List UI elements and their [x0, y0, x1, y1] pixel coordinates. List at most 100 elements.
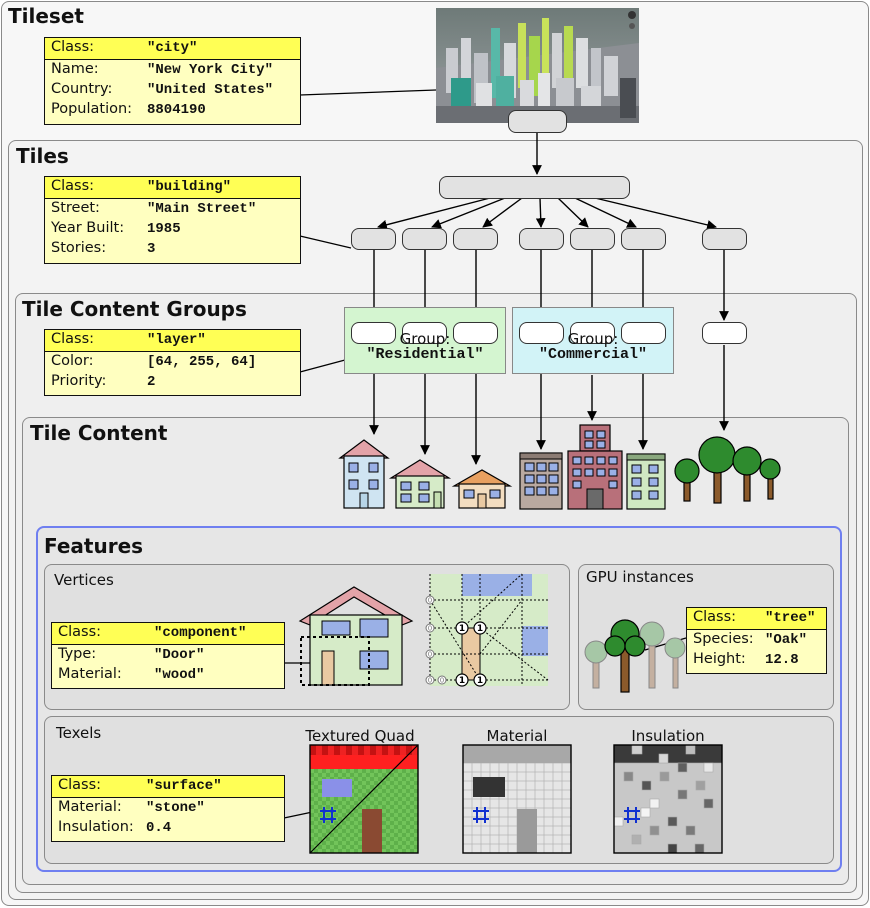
- city-3d-image: [436, 8, 639, 123]
- class-value: "component": [154, 625, 247, 641]
- property-header: Class: "component": [52, 623, 284, 645]
- property-row: Country: "United States": [45, 80, 300, 100]
- property-key: Material:: [58, 799, 122, 815]
- tower-building-icon: [567, 424, 623, 510]
- class-value: "city": [147, 40, 198, 56]
- trees-icon: [674, 436, 781, 504]
- property-value: 3: [147, 241, 156, 257]
- content-node[interactable]: [570, 322, 615, 344]
- property-value: 2: [147, 374, 156, 390]
- tile-child-node[interactable]: [570, 228, 615, 250]
- vertex-label-zero: 0: [428, 625, 432, 633]
- component-properties-box: Class: "component" Type: "Door" Material:…: [51, 622, 285, 689]
- tiles-title: Tiles: [16, 144, 69, 168]
- property-key: Stories:: [51, 240, 107, 256]
- property-key: Country:: [51, 81, 113, 97]
- tile-child-node[interactable]: [621, 228, 666, 250]
- office-building-icon: [519, 452, 563, 510]
- tile-properties-box: Class: "building" Street:"Main Street" Y…: [44, 176, 301, 264]
- content-node[interactable]: [351, 322, 396, 344]
- vertices-title: Vertices: [54, 571, 114, 589]
- material-texture-image: [462, 744, 572, 854]
- tile-child-node[interactable]: [702, 228, 747, 250]
- vertex-label-zero: 0: [428, 651, 432, 659]
- insulation-texture-image: [613, 744, 723, 854]
- property-header: Class: "city": [45, 38, 300, 60]
- content-node[interactable]: [621, 322, 666, 344]
- house-green-icon: [388, 459, 452, 509]
- property-key: Height:: [693, 651, 746, 667]
- property-key: Material:: [58, 666, 122, 682]
- tile-root-node[interactable]: [439, 176, 630, 199]
- property-row: Street:"Main Street": [45, 199, 300, 219]
- class-value: "layer": [147, 332, 206, 348]
- group-label-line: Group:: [399, 330, 451, 348]
- gpu-instances-title: GPU instances: [586, 568, 694, 586]
- tree-properties-box: Class: "tree" Species: "Oak" Height: 12.8: [686, 607, 827, 674]
- vertex-label-zero: 0: [428, 677, 432, 685]
- textured-quad-image: [309, 744, 419, 854]
- property-key: Population:: [51, 101, 133, 117]
- property-row: Color: [64, 255, 64]: [45, 352, 300, 372]
- house-wireframe-icon: [298, 586, 414, 686]
- tileset-properties-box: Class: "city" Name: "New York City" Count…: [44, 37, 301, 125]
- property-value: 1985: [147, 221, 181, 237]
- class-key: Class:: [693, 609, 737, 625]
- property-value: "Oak": [765, 632, 808, 648]
- property-row: Type: "Door": [52, 645, 284, 665]
- textured-quad-caption: Textured Quad: [305, 727, 415, 745]
- vertex-label-zero: 0: [440, 677, 444, 685]
- tile-child-node[interactable]: [402, 228, 447, 250]
- property-key: Species:: [693, 631, 754, 647]
- property-key: Name:: [51, 61, 99, 77]
- vertex-label-one: 1: [477, 676, 483, 686]
- class-value: "surface": [146, 778, 222, 794]
- property-row: Height: 12.8: [687, 650, 826, 670]
- property-header: Class: "building": [45, 177, 300, 199]
- tile-child-node[interactable]: [351, 228, 396, 250]
- property-row: Insulation:0.4: [52, 818, 284, 838]
- group-name: "Commercial": [538, 346, 648, 363]
- property-value: 8804190: [147, 102, 206, 118]
- property-key: Type:: [58, 646, 97, 662]
- property-header: Class: "surface": [52, 776, 284, 798]
- property-value: [64, 255, 64]: [147, 354, 257, 370]
- content-node[interactable]: [453, 322, 498, 344]
- class-key: Class:: [58, 777, 102, 793]
- property-key: Priority:: [51, 373, 107, 389]
- vertex-label-one: 1: [459, 676, 465, 686]
- group-commercial-label: Group: "Commercial": [512, 331, 674, 363]
- property-value: 12.8: [765, 652, 799, 668]
- property-value: "New York City": [147, 62, 274, 78]
- class-key: Class:: [58, 624, 102, 640]
- property-row: Material:"stone": [52, 798, 284, 818]
- content-node[interactable]: [402, 322, 447, 344]
- property-key: Street:: [51, 200, 100, 216]
- tileset-root-node[interactable]: [508, 110, 567, 133]
- content-node[interactable]: [519, 322, 564, 344]
- property-row: Stories: 3: [45, 239, 300, 259]
- property-header: Class: "layer": [45, 330, 300, 352]
- property-value: "United States": [147, 82, 274, 98]
- group-residential-label: Group: "Residential": [344, 331, 506, 363]
- property-row: Population: 8804190: [45, 100, 300, 120]
- class-key: Class:: [51, 178, 95, 194]
- tree-instances-icon: [584, 619, 686, 693]
- property-row: Name: "New York City": [45, 60, 300, 80]
- property-value: 0.4: [146, 820, 172, 836]
- property-key: Color:: [51, 353, 94, 369]
- group-name: "Residential": [366, 346, 484, 363]
- vertex-label-zero: 0: [428, 597, 432, 605]
- tile-child-node[interactable]: [519, 228, 564, 250]
- property-row: Species: "Oak": [687, 630, 826, 650]
- property-row: Material:"wood": [52, 665, 284, 685]
- property-header: Class: "tree": [687, 608, 826, 630]
- material-caption: Material: [486, 727, 548, 745]
- class-value: "building": [147, 179, 232, 195]
- class-key: Class:: [51, 331, 95, 347]
- property-value: "Door": [154, 647, 205, 663]
- group-properties-box: Class: "layer" Color: [64, 255, 64] Prior…: [44, 329, 301, 396]
- vertex-label-one: 1: [459, 624, 465, 634]
- content-node[interactable]: [702, 322, 747, 344]
- tile-child-node[interactable]: [453, 228, 498, 250]
